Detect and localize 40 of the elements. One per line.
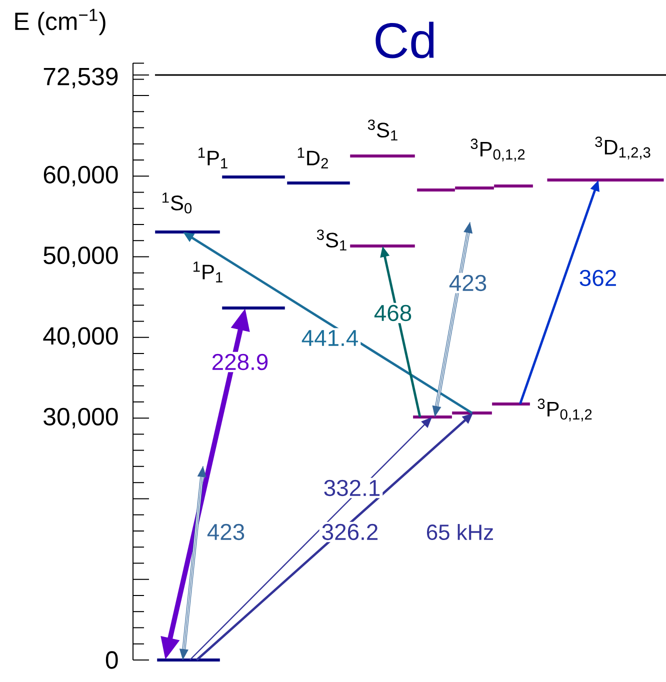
energy-level: $^{3}$S$_{1}$ (350, 120, 415, 158)
energy-level (494, 184, 533, 188)
node-label: $^{3}$P$_{0,1,2}$ (470, 138, 525, 162)
energy-level: $^{3}$S$_{1}$ (316, 230, 415, 250)
energy-level: $^{3}$P$_{0,1,2}$ (492, 398, 592, 422)
edge-label: 332.1 (321, 478, 383, 498)
tick-label: 60,000 (44, 166, 118, 186)
edge-label: 441.4 (299, 328, 361, 348)
node-label: $^{3}$P$_{0,1,2}$ (538, 398, 592, 422)
axis-title: E (cm$^{−1}$) (15, 8, 106, 36)
edge-label: 228.9 (209, 352, 271, 372)
tick-label: 0 (106, 651, 118, 669)
tick-label: 40,000 (43, 327, 118, 348)
energy-level: $^{1}$P$_{1}$ (198, 148, 285, 178)
edge-label: 423 (446, 272, 490, 294)
energy-level: $^{1}$S$_{0}$ (155, 192, 220, 234)
edge-label: 423 (204, 522, 248, 542)
edge-label: 326.2 (319, 522, 381, 542)
node-label: $^{1}$S$_{0}$ (162, 192, 192, 214)
node-label: $^{3}$S$_{1}$ (368, 120, 398, 140)
energy-level: $^{1}$P$_{1}$ (194, 262, 285, 310)
note-label: 65 kHz (427, 524, 493, 540)
energy-level: $^{1}$D$_{2}$ (287, 148, 350, 184)
node-label: $^{1}$D$_{2}$ (298, 148, 328, 168)
tick-label: 50,000 (44, 246, 118, 268)
energy-level (413, 416, 452, 418)
node-label: $^{3}$S$_{1}$ (316, 230, 346, 250)
energy-level: $^{3}$P$_{0,1,2}$ (455, 138, 525, 190)
energy-level: $^{3}$D$_{1,2,3}$ (547, 136, 664, 182)
node-label: $^{1}$P$_{1}$ (193, 262, 222, 282)
energy-level (157, 658, 220, 662)
title: Cd (376, 22, 434, 58)
node-label: $^{1}$P$_{1}$ (198, 148, 228, 168)
edge-label: 362 (576, 268, 620, 288)
energy-level (452, 412, 492, 414)
tick-label: 72,539 (44, 68, 118, 88)
node-label: $^{3}$D$_{1,2,3}$ (595, 136, 650, 160)
tick-label: 30,000 (44, 408, 118, 428)
energy-level (417, 188, 455, 192)
edge-label: 468 (372, 302, 414, 324)
